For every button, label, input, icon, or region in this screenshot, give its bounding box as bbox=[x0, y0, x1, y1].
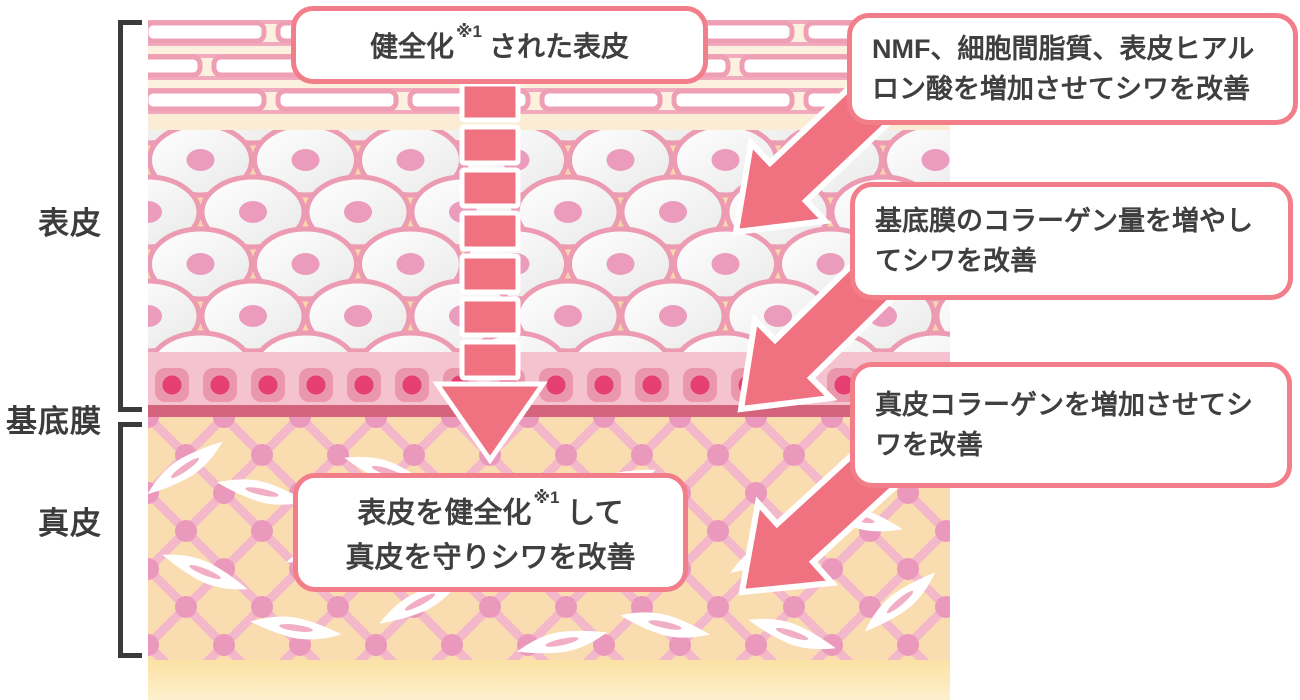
central-dashed-down-arrow-icon bbox=[432, 81, 548, 465]
callout-nmf-text: NMF、細胞間脂質、表皮ヒアルロン酸を増加させてシワを改善 bbox=[872, 34, 1255, 104]
callout-protect-dermis-text: 表皮を健全化※1して 真皮を守りシワを改善 bbox=[298, 485, 683, 580]
callout-protect-dermis-line1: 表皮を健全化※1して bbox=[357, 488, 624, 530]
footnote-ref: ※1 bbox=[533, 488, 560, 508]
callout-nmf: NMF、細胞間脂質、表皮ヒアルロン酸を増加させてシワを改善 bbox=[847, 13, 1298, 125]
callout-protect-dermis-line2: 真皮を守りシワを改善 bbox=[345, 541, 636, 574]
label-epidermis: 表皮 bbox=[38, 206, 102, 241]
dermis-bracket bbox=[118, 422, 142, 658]
callout-dermis-collagen-text: 真皮コラーゲンを増加させてシワを改善 bbox=[875, 390, 1253, 460]
basement-membrane-layer bbox=[148, 405, 950, 417]
epidermis-bracket bbox=[118, 20, 142, 412]
callout-basement-collagen: 基底膜のコラーゲン量を増やしてシワを改善 bbox=[850, 182, 1293, 300]
label-basement-membrane: 基底膜 bbox=[6, 404, 102, 439]
subcutis-band bbox=[148, 660, 950, 700]
callout-basement-collagen-text: 基底膜のコラーゲン量を増やしてシワを改善 bbox=[875, 206, 1253, 276]
label-dermis: 真皮 bbox=[38, 506, 102, 541]
skin-illustration bbox=[148, 20, 950, 700]
callout-dermis-collagen: 真皮コラーゲンを増加させてシワを改善 bbox=[850, 362, 1292, 488]
callout-protect-dermis: 表皮を健全化※1して 真皮を守りシワを改善 bbox=[293, 473, 688, 592]
footnote-ref: ※1 bbox=[456, 21, 482, 41]
